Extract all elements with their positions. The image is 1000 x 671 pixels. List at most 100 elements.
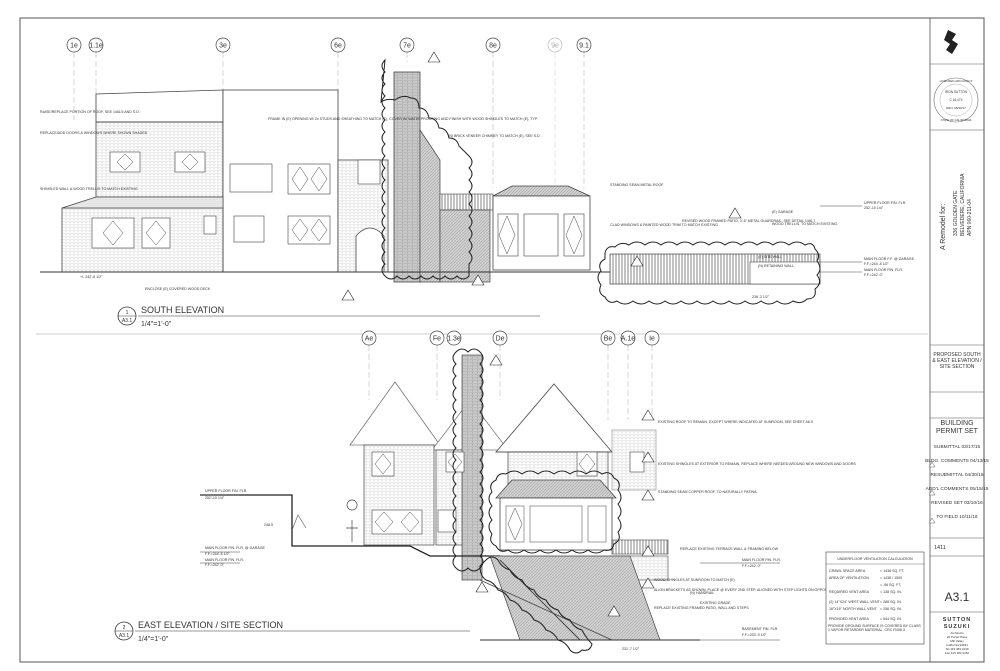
south-grid-label: 7e [403,43,411,50]
south-note: RAISE/REPLACE PORTION OF ROOF, SEE 1/A6.… [40,110,140,114]
east-sunroom-roof [495,479,617,499]
east-right-gable [495,383,613,453]
south-grid-label: 9.1 [579,43,589,50]
project-label: A Remodel for: [940,204,947,250]
south-note: REVISED WOOD FRAMED PATIO, 3'-6" METAL G… [682,219,815,223]
firm-name: SUZUKI [944,624,970,630]
view-scale: 1/4"=1'-0" [138,636,169,643]
east-stairs [489,555,661,641]
east-elevation: Ae Fe 1.3e De Be A.1e Ie [114,330,925,654]
vent-row-value: = 288 SQ. IN. [880,600,902,604]
architect-stamp: LICENSED ARCHITECT IRON SUTTON C 16,474 … [933,77,979,123]
sheet-description: PROPOSED SOUTH & EAST ELEVATION / SITE S… [932,352,982,370]
vent-row-value: = 544 SQ. IN. [880,617,902,621]
level-label: UPPER FLOOR FIN. FLR. [205,489,247,493]
south-chimney-side [419,128,441,283]
revision-entry: SUBMITTAL 03/17/15 [934,444,981,450]
firm-line: 20 Portal Place [947,635,968,639]
south-grid-label: 8e [489,43,497,50]
revision-list: SUBMITTAL 03/17/15 BLDG. COMMENTS 04/13/… [925,444,989,524]
south-note: FRAME IN (E) OPENING W/ 2x STUDS AND SHE… [268,117,538,121]
project-address: APN 060-211-04 [967,199,973,236]
stamp-text: C 16,474 [950,98,963,102]
south-notes: RAISE/REPLACE PORTION OF ROOF, SEE 1/A6.… [40,110,837,299]
east-note: WOOD SHINGLES AT SUNROOM TO MATCH (E) [654,578,735,582]
east-spot-elevation: 248.5 [264,523,273,527]
south-note: REPLACE/ADD DOORS & WINDOWS WHERE SHOWN … [40,131,148,135]
vent-row-label: REQUIRED VENT AREA [829,590,870,594]
revision-entry: TO FIELD 10/11/16 [936,514,977,520]
south-gridline-7e: 7e [399,37,415,62]
south-gridline-1e: 1e [66,37,82,120]
vent-row-value: = 1438 / 1500 [880,576,902,580]
east-gridline-Ae: Ae [361,330,377,400]
firm-name: SUTTON [943,617,972,623]
south-grid-label: 1.1e [89,43,103,50]
level-value: 252'-10 1/4" [205,496,225,500]
south-terrace [439,209,491,283]
east-sunroom-revision-cloud [488,470,622,554]
east-stair-revision-cloud [479,556,593,654]
south-note: (E) SITE WALL [758,255,782,259]
east-gridline-1.3e: 1.3e [446,330,462,346]
east-gridline-De: De [492,330,508,400]
south-note: (E) GARAGE [772,210,794,214]
south-grid-label: 9e [551,43,559,50]
job-number: 1411 [934,545,946,551]
revision-entry: ADD'L COMMENTS 05/15/15 [926,486,989,492]
south-balcony-rail [439,193,494,211]
level-value: F.F.=242'-0" [864,273,884,277]
south-note: SHINGLED WALL & WOOD TRELLIS TO MATCH EX… [40,187,138,191]
view-number: 1 [126,310,129,316]
view-title: EAST ELEVATION / SITE SECTION [138,620,283,630]
level-label: MAIN FLOOR FIN. FLR. [205,558,244,562]
east-note: STANDING SEAM COPPER ROOF, TO NATURALLY … [658,490,757,494]
south-site-revision-cloud [597,241,821,305]
level-label: MAIN FLOOR FIN. FLR. @ GARAGE [205,546,266,550]
south-upper-roof [95,89,224,123]
east-grid-label: 1.3e [447,336,461,343]
south-arched-door [355,227,385,272]
view-number: 2 [123,625,126,631]
south-elevation-title: 1 A3.1 SOUTH ELEVATION 1/4"=1'-0" [117,305,540,328]
east-notes: EXISTING ROOF TO REMAIN, EXCEPT WHERE IN… [264,420,856,651]
sheet-number: A3.1 [945,590,970,604]
revision-entry: RESUBMITTAL 04/30/15 [930,472,983,478]
stamp-text: LICENSED ARCHITECT [940,79,973,83]
project-address: BELVEDERE, CALIFORNIA [960,173,966,236]
east-note: REPLACE EXISTING TERRACE WALL & FRAMING … [680,547,779,551]
level-value: F.F.=233'-9 1/2" [742,633,768,637]
level-label: MAIN FLOOR FIN. FLR. [864,268,903,272]
firm-line: Mill Valley [950,639,964,643]
vent-row-label: CRAWL SPACE AREA [829,569,866,573]
south-sunroom-roof [492,185,591,197]
south-grid-label: 3e [219,43,227,50]
level-value: F.F.=242'-0" [742,564,762,568]
view-sheet: A3.1 [122,318,133,324]
firm-line: Tel 415 383 3139 [945,647,968,651]
east-grid-label: De [496,336,505,343]
view-title: SOUTH ELEVATION [141,305,224,315]
level-label: BASEMENT FIN. FLR. [742,627,778,631]
vent-row-label: PROVIDED VENT AREA [829,617,869,621]
view-scale: 1/4"=1'-0" [141,321,172,328]
level-value: 252'-10 1/4" [864,206,884,210]
east-gridline-Ie: Ie [644,330,660,420]
ventilation-title: UNDERFLOOR VENTILATION CALCULATION [837,557,913,561]
south-note: ENCLOSE (E) COVERED WOOD DECK [145,287,211,291]
south-note: CLAD WINDOWS & PAINTED WOOD TRIM TO MATC… [610,223,718,227]
firm-contact: Architects 20 Portal Place Mill Valley C… [945,631,970,655]
south-eave [61,196,224,209]
level-label: UPPER FLOOR FIN. FLR. [864,201,906,205]
east-grid-label: Ie [649,336,655,343]
east-level-markers: UPPER FLOOR FIN. FLR. 252'-10 1/4" MAIN … [200,489,781,641]
ventilation-footnote: PROVIDE GROUND SURFACE IS COVERED BY CLA… [828,624,921,633]
view-sheet: A3.1 [119,633,130,639]
vent-row-label: 16"X16" NORTH WALL VENT [829,607,878,611]
east-note: ALIGN BRACKETS AS SHOWN, PLACE @ EVERY 2… [654,588,843,592]
east-gridline-Be: Be [600,330,616,420]
south-chimney-revision-cloud [380,58,473,280]
east-note: EXISTING ROOF TO REMAIN, EXCEPT WHERE IN… [658,420,813,424]
south-grid-label: 6e [334,43,342,50]
